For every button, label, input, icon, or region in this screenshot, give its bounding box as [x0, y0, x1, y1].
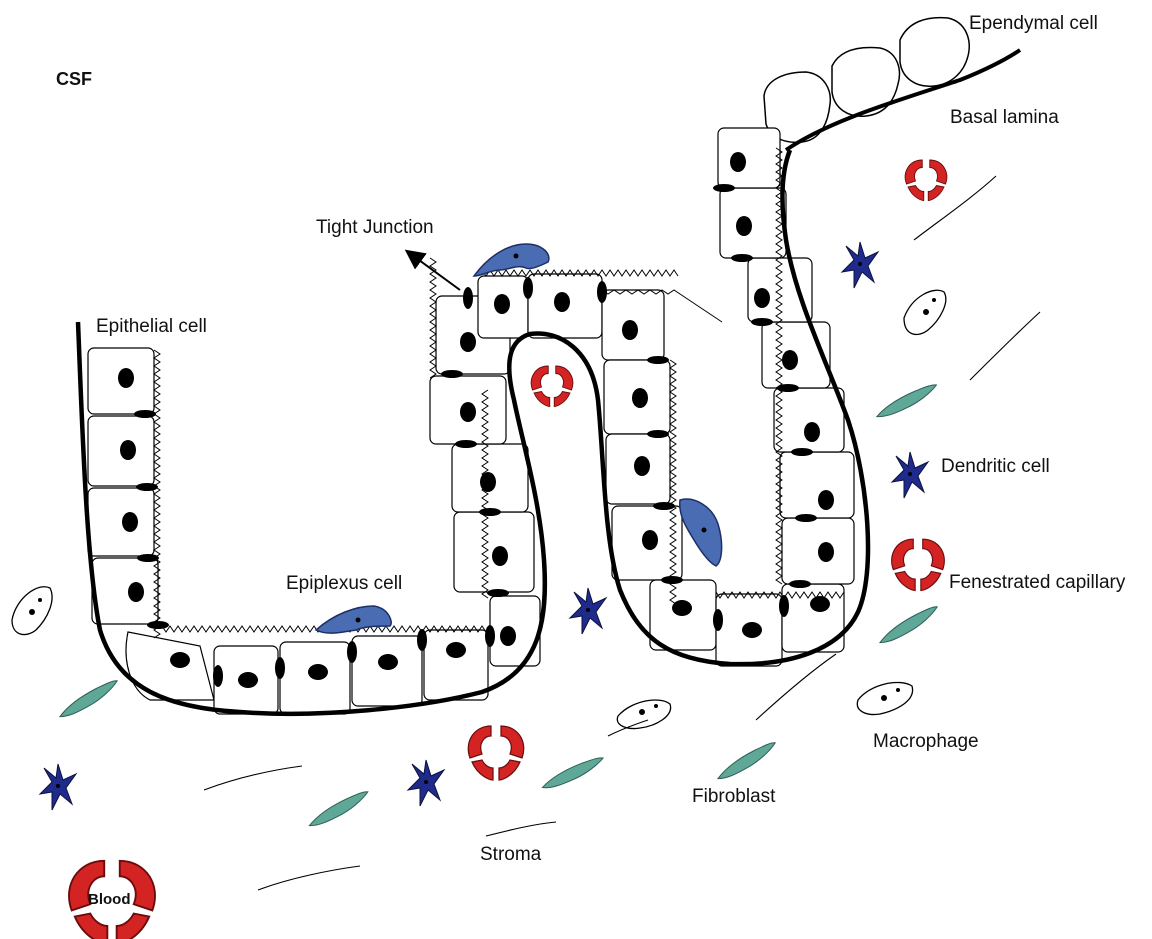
ependymal-cells: [764, 18, 969, 143]
epithelial-cell-label: Epithelial cell: [96, 317, 207, 336]
basal-lamina-label: Basal lamina: [950, 108, 1059, 127]
csf-label: CSF: [56, 70, 92, 88]
stroma-label: Stroma: [480, 845, 541, 864]
dendritic-cell-label: Dendritic cell: [941, 457, 1050, 476]
tight-junction-label: Tight Junction: [316, 218, 434, 237]
fenestrated-capillary-label: Fenestrated capillary: [949, 573, 1125, 592]
macrophage-label: Macrophage: [873, 732, 979, 751]
epiplexus-cell-label: Epiplexus cell: [286, 574, 402, 593]
blood-label: Blood: [88, 891, 131, 908]
fibroblast-label: Fibroblast: [692, 787, 775, 806]
ependymal-cell-label: Ependymal cell: [969, 14, 1098, 33]
